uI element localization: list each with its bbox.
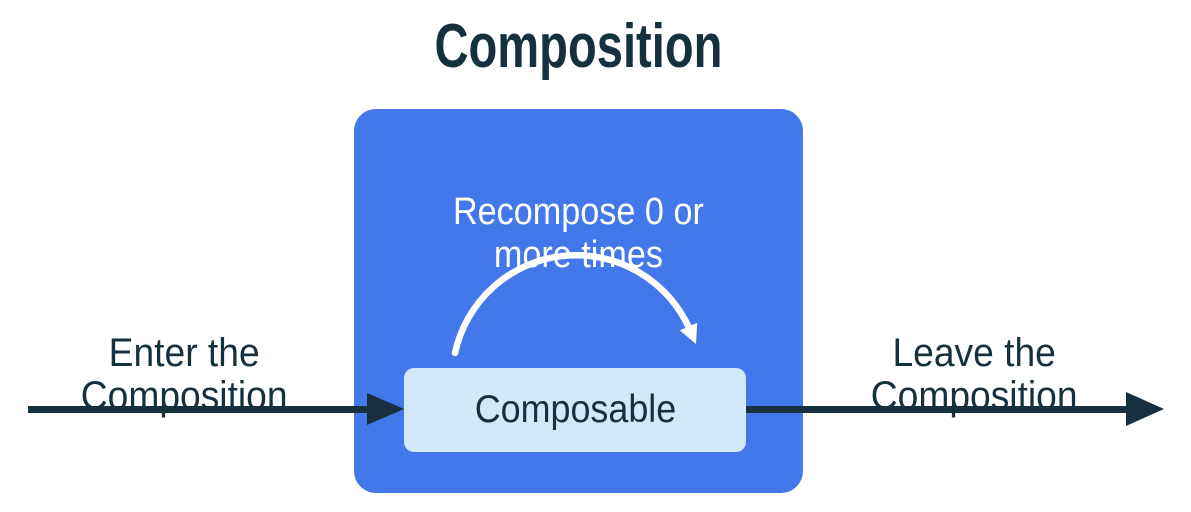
page-title: Composition	[354, 14, 803, 96]
composable-box: Composable	[404, 368, 746, 452]
page-title-text: Composition	[434, 12, 723, 81]
recompose-loop-arrow-icon	[451, 252, 698, 357]
composable-label: Composable	[474, 388, 676, 431]
leave-composition-label: Leave the Composition	[814, 289, 1134, 418]
recompose-label-text: Recompose 0 or more times	[453, 191, 704, 276]
recompose-label: Recompose 0 or more times	[354, 148, 803, 277]
enter-arrow-line	[28, 406, 374, 413]
leave-arrow-head-icon	[1126, 392, 1164, 426]
enter-composition-label: Enter the Composition	[24, 289, 344, 418]
enter-arrow-head-icon	[367, 393, 404, 425]
leave-arrow-line	[746, 406, 1128, 413]
